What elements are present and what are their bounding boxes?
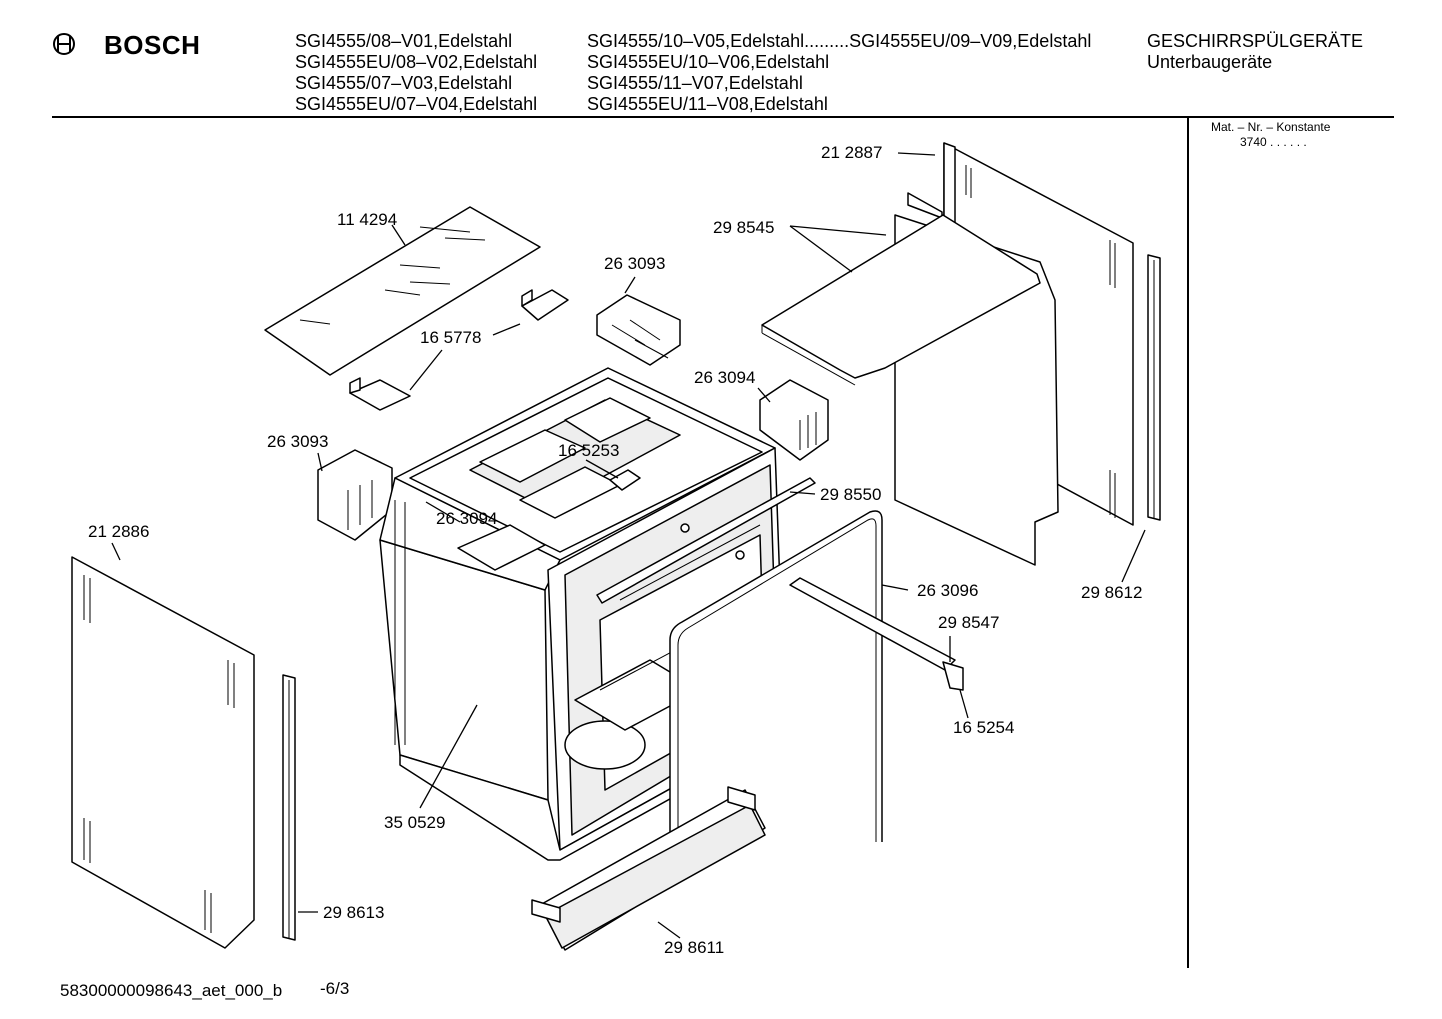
- part-label: 16 5254: [953, 718, 1015, 737]
- hinge-block-left-part: [317, 449, 393, 541]
- category-block: GESCHIRRSPÜLGERÄTE Unterbaugeräte: [1147, 31, 1363, 73]
- part-label: 16 5253: [558, 441, 620, 460]
- bracket-top-part: [521, 289, 569, 321]
- side-strip-right-part: [1147, 254, 1161, 521]
- side-strip-left-part: [282, 674, 296, 941]
- hinge-block-right-part: [759, 379, 829, 461]
- model-line: SGI4555EU/10–V06,Edelstahl: [587, 52, 830, 72]
- part-label: 29 8611: [664, 938, 725, 957]
- part-label: 21 2887: [821, 143, 883, 162]
- base-cover-part: [531, 786, 766, 951]
- model-line: SGI4555/07–V03,Edelstahl: [295, 73, 513, 93]
- part-label: 26 3096: [917, 581, 979, 600]
- category-title: GESCHIRRSPÜLGERÄTE: [1147, 31, 1364, 51]
- insulation-mat-part: [264, 206, 541, 376]
- tube-part: [789, 577, 964, 691]
- model-line: SGI4555/11–V07,Edelstahl: [587, 73, 803, 93]
- model-line: SGI4555/10–V05,Edelstahl.........SGI4555…: [587, 31, 1092, 51]
- part-label: 29 8547: [938, 613, 1000, 632]
- brand-name: BOSCH: [104, 30, 201, 60]
- clip-part: [609, 469, 641, 491]
- hinge-block-top-part: [596, 294, 681, 366]
- top-plate-part: [761, 214, 1041, 386]
- page-number: -6/3: [320, 979, 350, 998]
- part-label: 21 2886: [88, 522, 150, 541]
- part-label: 35 0529: [384, 813, 446, 832]
- part-label: 11 4294: [337, 210, 398, 229]
- part-label: 26 3094: [436, 509, 498, 528]
- part-label: 29 8545: [713, 218, 775, 237]
- doc-id: 58300000098643_aet_000_b: [60, 981, 283, 1000]
- leader-lines: [111, 152, 1146, 939]
- part-label: 29 8550: [820, 485, 882, 504]
- models-column-2: SGI4555/10–V05,Edelstahl.........SGI4555…: [587, 31, 1091, 115]
- bosch-logo-icon: [53, 33, 75, 55]
- category-subtitle: Unterbaugeräte: [1147, 52, 1273, 72]
- crossbar-part: [596, 477, 816, 604]
- part-label: 29 8612: [1081, 583, 1143, 602]
- part-label: 26 3093: [267, 432, 329, 451]
- part-label: 29 8613: [323, 903, 385, 922]
- models-column-1: SGI4555/08–V01,Edelstahl SGI4555EU/08–V0…: [295, 31, 537, 115]
- model-line: SGI4555EU/07–V04,Edelstahl: [295, 94, 538, 114]
- part-label: 16 5778: [420, 328, 482, 347]
- insulation-block-part: [457, 524, 546, 571]
- model-line: SGI4555EU/11–V08,Edelstahl: [587, 94, 828, 114]
- mat-nr-value: 3740 . . . . . .: [1240, 135, 1307, 149]
- part-label: 26 3094: [694, 368, 756, 387]
- model-line: SGI4555/08–V01,Edelstahl: [295, 31, 513, 51]
- bracket-bottom-part: [349, 377, 411, 411]
- part-label: 26 3093: [604, 254, 666, 273]
- side-panel-left-part: [71, 556, 255, 949]
- mat-nr-label: Mat. – Nr. – Konstante: [1211, 120, 1331, 134]
- model-line: SGI4555EU/08–V02,Edelstahl: [295, 52, 538, 72]
